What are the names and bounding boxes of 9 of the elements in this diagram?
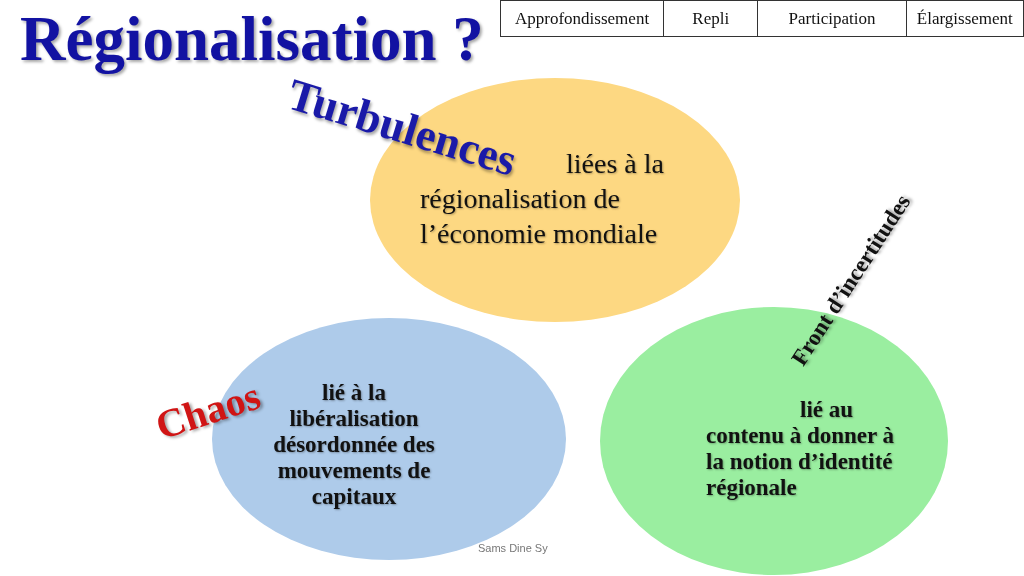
table-cell: Approfondissement	[500, 0, 664, 37]
footer-text: Sams Dine Sy	[478, 542, 548, 554]
table-cell: Participation	[757, 0, 907, 37]
node-text: lié à la libéralisation désordonnée des mouvements de capitaux	[272, 380, 436, 510]
table-cell: Repli	[663, 0, 758, 37]
slide-title: Régionalisation ?	[20, 3, 484, 76]
node-heading: Chaos	[150, 373, 266, 449]
node-text: lié au contenu à donner à la notion d’identité régionale	[706, 397, 896, 501]
table-cell: Élargissement	[906, 0, 1024, 37]
